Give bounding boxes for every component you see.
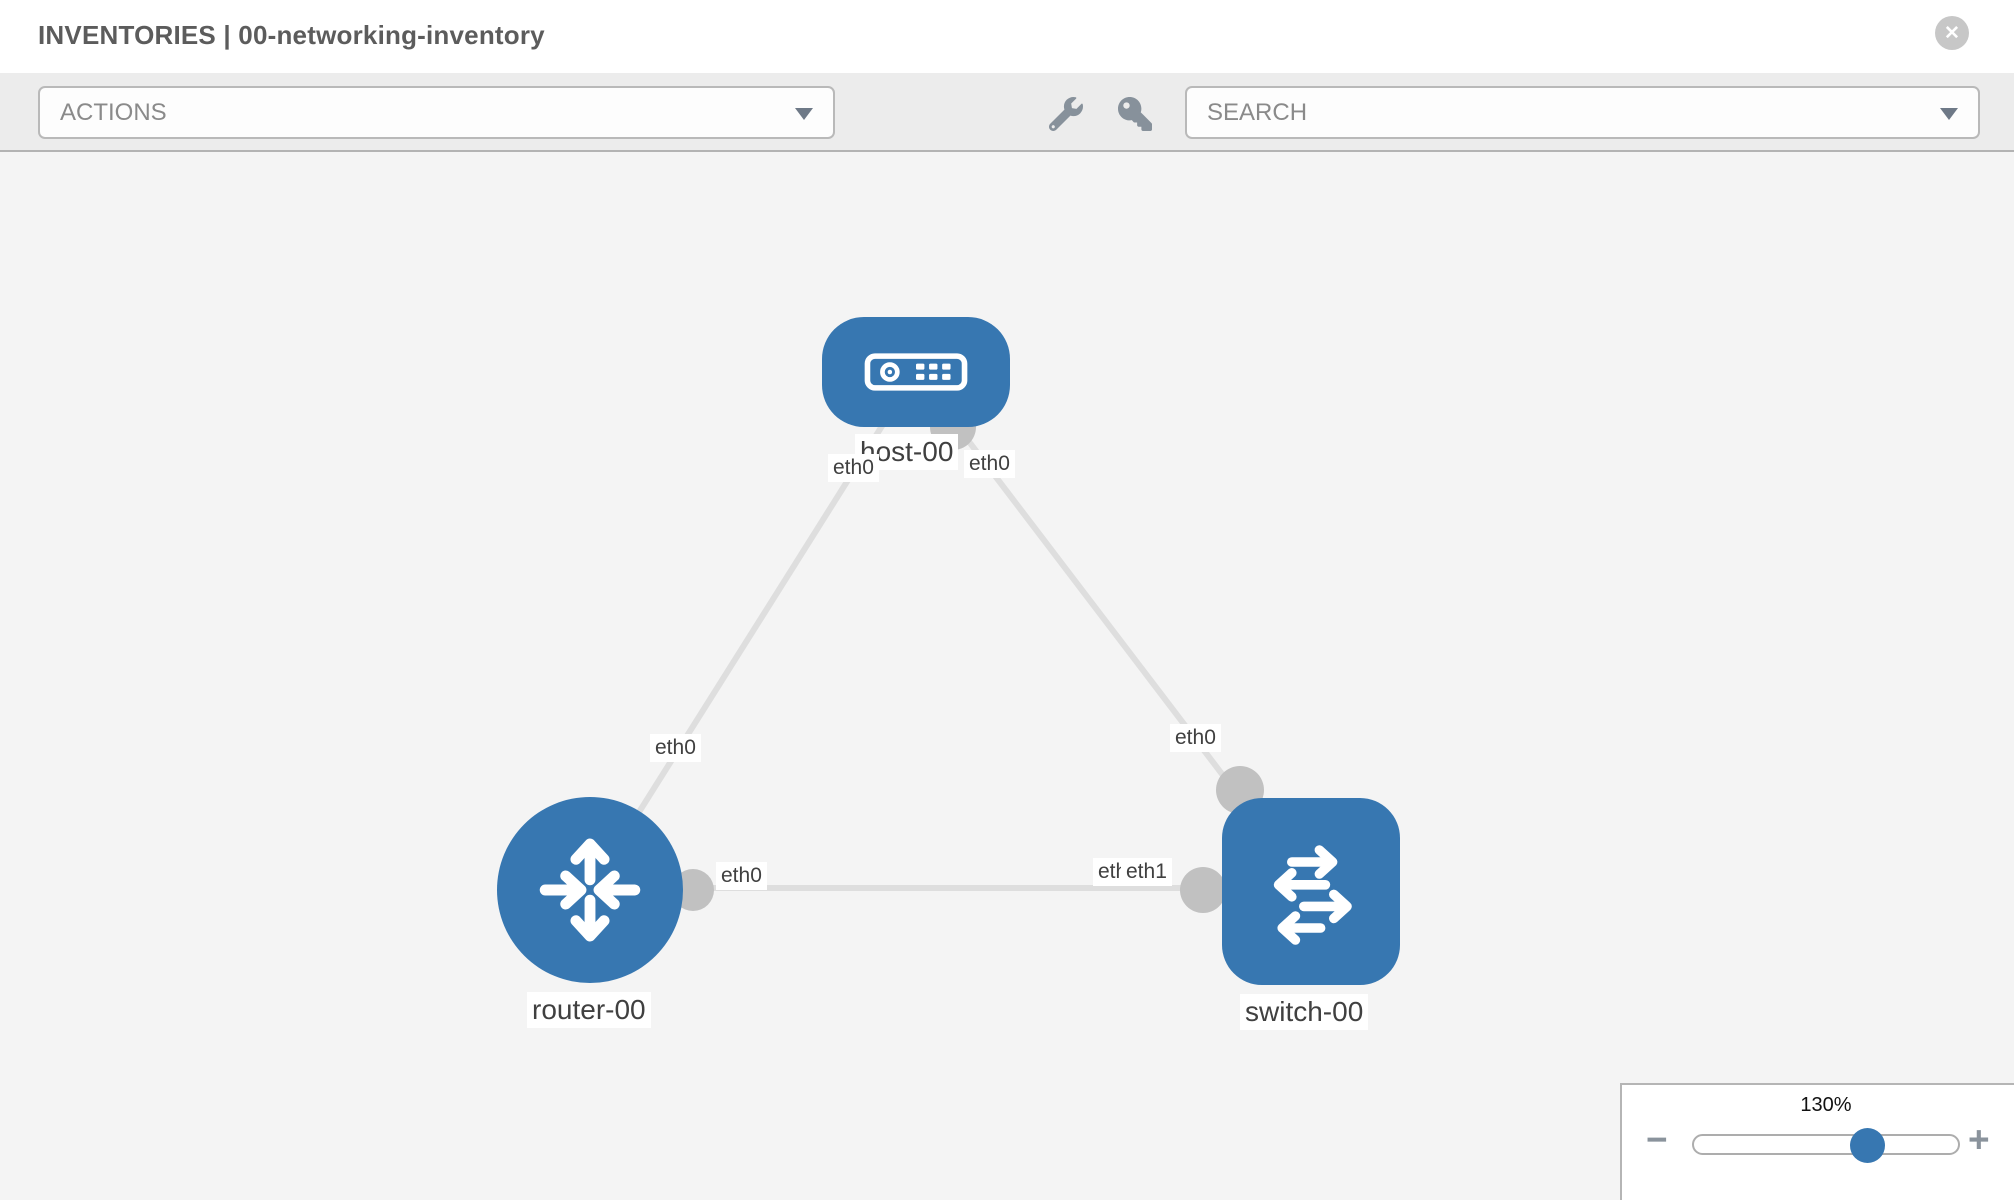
iface-label-host-router-hostend: eth0	[828, 454, 879, 483]
minus-icon: −	[1646, 1119, 1668, 1160]
zoom-slider-handle[interactable]	[1850, 1128, 1885, 1163]
plus-icon: +	[1968, 1119, 1990, 1160]
key-icon	[1118, 97, 1152, 131]
iface-label-router-switch-switchend: eth1	[1121, 858, 1172, 887]
zoom-out-button[interactable]: −	[1646, 1121, 1668, 1158]
chevron-down-icon	[795, 107, 813, 120]
actions-dropdown[interactable]: ACTIONS	[38, 86, 835, 139]
node-host-00[interactable]	[822, 317, 1010, 427]
node-router-00[interactable]	[497, 797, 683, 983]
iface-label-host-switch-hostend: eth0	[964, 450, 1015, 479]
node-switch-00[interactable]	[1222, 798, 1400, 985]
window-header: INVENTORIES | 00-networking-inventory ✕	[0, 0, 2014, 73]
topology-canvas[interactable]	[0, 152, 2014, 1200]
zoom-level-value: 130%	[1800, 1094, 1852, 1116]
close-button[interactable]: ✕	[1935, 16, 1969, 50]
search-dropdown[interactable]: SEARCH	[1185, 86, 1980, 139]
zoom-slider-track[interactable]	[1692, 1128, 1960, 1163]
chevron-down-icon	[1940, 107, 1958, 120]
host-icon	[864, 353, 968, 391]
credentials-button[interactable]	[1116, 97, 1154, 131]
toolbar: ACTIONS SEARCH	[0, 73, 2014, 152]
configure-button[interactable]	[1047, 97, 1085, 132]
close-icon: ✕	[1944, 22, 1960, 44]
zoom-in-button[interactable]: +	[1968, 1121, 1990, 1158]
iface-label-host-router-routerend: eth0	[650, 734, 701, 763]
node-label-switch: switch-00	[1240, 994, 1369, 1031]
search-input-placeholder: SEARCH	[1207, 98, 1308, 126]
actions-dropdown-label: ACTIONS	[60, 98, 167, 126]
page-title: INVENTORIES | 00-networking-inventory	[38, 20, 545, 50]
iface-label-host-switch-switchend: eth0	[1170, 724, 1221, 753]
wrench-icon	[1048, 97, 1083, 132]
router-icon	[539, 838, 641, 942]
zoom-control-panel: 130% − +	[1620, 1083, 2014, 1200]
switch-icon	[1273, 844, 1352, 945]
iface-label-router-switch-routerend: eth0	[716, 862, 767, 891]
node-label-router: router-00	[527, 992, 651, 1029]
